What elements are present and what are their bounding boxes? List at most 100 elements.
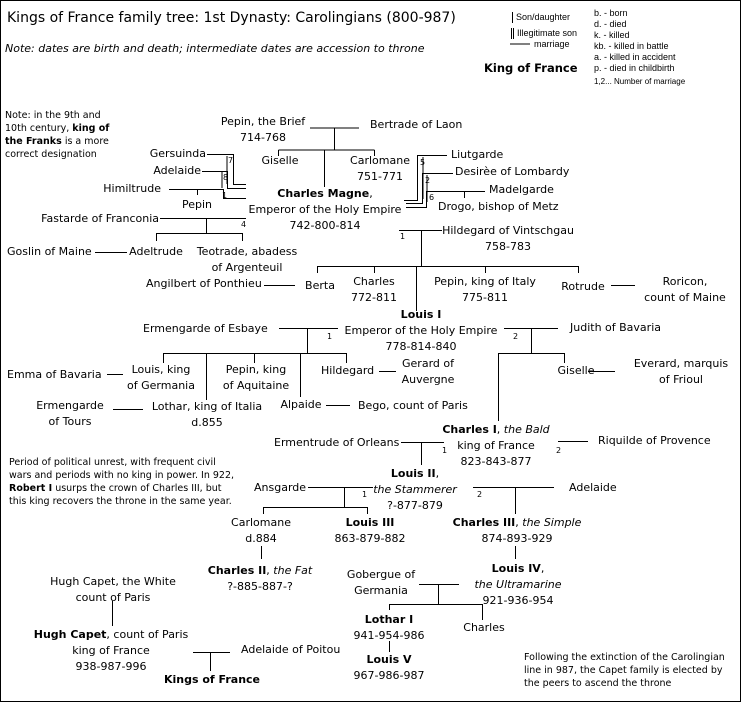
person-goslin: Goslin of Maine — [7, 245, 92, 258]
person-text-line: Emperor of the Holy Empire — [248, 203, 402, 216]
person-himiltrude: Himiltrude — [103, 182, 161, 195]
person-text-line: 775-811 — [462, 291, 508, 304]
person-text-line: of Aquitaine — [222, 379, 290, 392]
marriage-number: 1 — [362, 490, 368, 499]
person-text-line: Lothar I — [364, 613, 414, 626]
person-text-line: of Argenteuil — [211, 261, 283, 274]
person-text-line: Germania — [354, 584, 408, 597]
person-giselle-2: Giselle — [557, 364, 595, 377]
legend-king: King of France — [484, 61, 578, 75]
legend-son-daughter: Son/daughter — [516, 12, 571, 22]
person-drogo: Drogo, bishop of Metz — [438, 200, 559, 213]
person-text-line: 921-936-954 — [482, 594, 554, 607]
person-ansgarde: Ansgarde — [254, 481, 307, 494]
person-adelaide-poitou: Adelaide of Poitou — [241, 643, 341, 656]
person-text-line: Charles I — [442, 423, 497, 436]
person-bertrade-of-laon: Bertrade of Laon — [370, 118, 463, 131]
person-louis-ii: Louis II,the Stammerer?-877-879 — [373, 467, 457, 512]
person-text-line: 967-986-987 — [353, 669, 425, 682]
person-text-line: the Fat — [273, 564, 313, 577]
marriage-number: 1 — [442, 446, 448, 455]
unrest-note-text-2: usurps the crown of Charles III, but thi… — [9, 483, 232, 507]
person-angilbert: Angilbert of Ponthieu — [146, 277, 262, 290]
unrest-note: Period of political unrest, with frequen… — [9, 456, 241, 508]
person-judith: Judith of Bavaria — [570, 321, 661, 334]
person-roricon: Roricon, count of Maine — [644, 274, 726, 306]
person-text-line: of Frioul — [659, 373, 703, 386]
person-berta: Berta — [305, 279, 335, 292]
person-fastarde: Fastarde of Franconia — [41, 212, 159, 225]
marriage-number: 1 — [327, 332, 333, 341]
person-text-line: Roricon, — [662, 275, 708, 288]
person-lothar-italia: Lothar, king of Italia d.855 — [152, 399, 262, 431]
person-text-line: Charles III — [452, 516, 516, 529]
person-text-line: 938-987-996 — [75, 660, 147, 673]
marriage-number: 7 — [228, 156, 234, 165]
person-text-line: Auvergne — [401, 373, 455, 386]
person-teotrade: Teotrade, abadess of Argenteuil — [197, 244, 297, 276]
person-text-line: Gobergue of — [346, 568, 416, 581]
person-madelgarde: Madelgarde — [489, 183, 554, 196]
person-text-line: Emperor of the Holy Empire — [344, 324, 498, 337]
dates-note: Note: dates are birth and death; interme… — [5, 42, 425, 55]
person-text-line: Gerard of — [402, 357, 454, 370]
marriage-number: 2 — [425, 176, 431, 185]
person-text-line: the Simple — [522, 516, 582, 529]
marriage-number: 8 — [223, 173, 229, 182]
person-text-line: Teotrade, abadess — [196, 245, 298, 258]
marriage-number: 5 — [420, 158, 426, 167]
person-text-line: Hugh Capet — [33, 628, 107, 641]
unrest-note-text: Period of political unrest, with frequen… — [9, 457, 235, 481]
person-text-line: the Ultramarine — [474, 578, 562, 591]
capet-note: Following the extinction of the Caroling… — [524, 652, 725, 689]
person-text-line: Louis II — [390, 467, 436, 480]
person-text-line: Hugh Capet, the White — [50, 575, 176, 588]
person-text-line: d.855 — [191, 416, 223, 429]
person-desiree: Desirèe of Lombardy — [455, 165, 570, 178]
person-text-line: 714-768 — [240, 131, 286, 144]
person-text-line: 863-879-882 — [334, 532, 406, 545]
person-gersuinda: Gersuinda — [149, 147, 206, 160]
person-pepin-aquitaine: Pepin, king of Aquitaine — [223, 362, 289, 394]
person-text-line: 778-814-840 — [385, 340, 457, 353]
person-riquilde: Riquilde of Provence — [598, 434, 711, 447]
person-text-line: Louis IV — [491, 562, 541, 575]
franks-note-text-2: is a more correct designation — [5, 136, 109, 160]
person-adelaide-2: Adelaide — [569, 481, 617, 494]
legend-illegitimate: Illegitimate son — [517, 28, 578, 38]
person-charles-ii: Charles II, the Fat?-885-887-? — [207, 564, 313, 593]
legend-abbrev-childbirth: p. - died in childbirth — [594, 63, 675, 73]
person-text-line: Everard, marquis — [633, 357, 729, 370]
person-text-line: , count of Paris — [106, 628, 189, 641]
person-text-line: king of France — [457, 439, 535, 452]
person-text-line: 823-843-877 — [460, 455, 532, 468]
person-text-line: 758-783 — [485, 240, 531, 253]
person-text-line: Pepin, king — [225, 363, 287, 376]
person-charles-last: Charles — [463, 621, 505, 634]
person-text-line: 742-800-814 — [289, 219, 361, 232]
marriage-number: 2 — [513, 332, 519, 341]
person-text-line: Carlomane — [350, 154, 410, 167]
person-charles-magne: Charles Magne,Emperor of the Holy Empire… — [248, 187, 402, 232]
franks-note-bold: king of the Franks — [5, 123, 110, 147]
person-text-line: the Bald — [503, 423, 550, 436]
person-emma: Emma of Bavaria — [7, 368, 102, 381]
marriage-number: 1 — [400, 232, 406, 241]
person-text-line: Lothar, king of Italia — [151, 400, 263, 413]
person-text-line: 772-811 — [351, 291, 397, 304]
person-text-line: count of Maine — [644, 291, 726, 304]
legend-abbrev-killed-accident: a. - killed in accident — [594, 52, 676, 62]
